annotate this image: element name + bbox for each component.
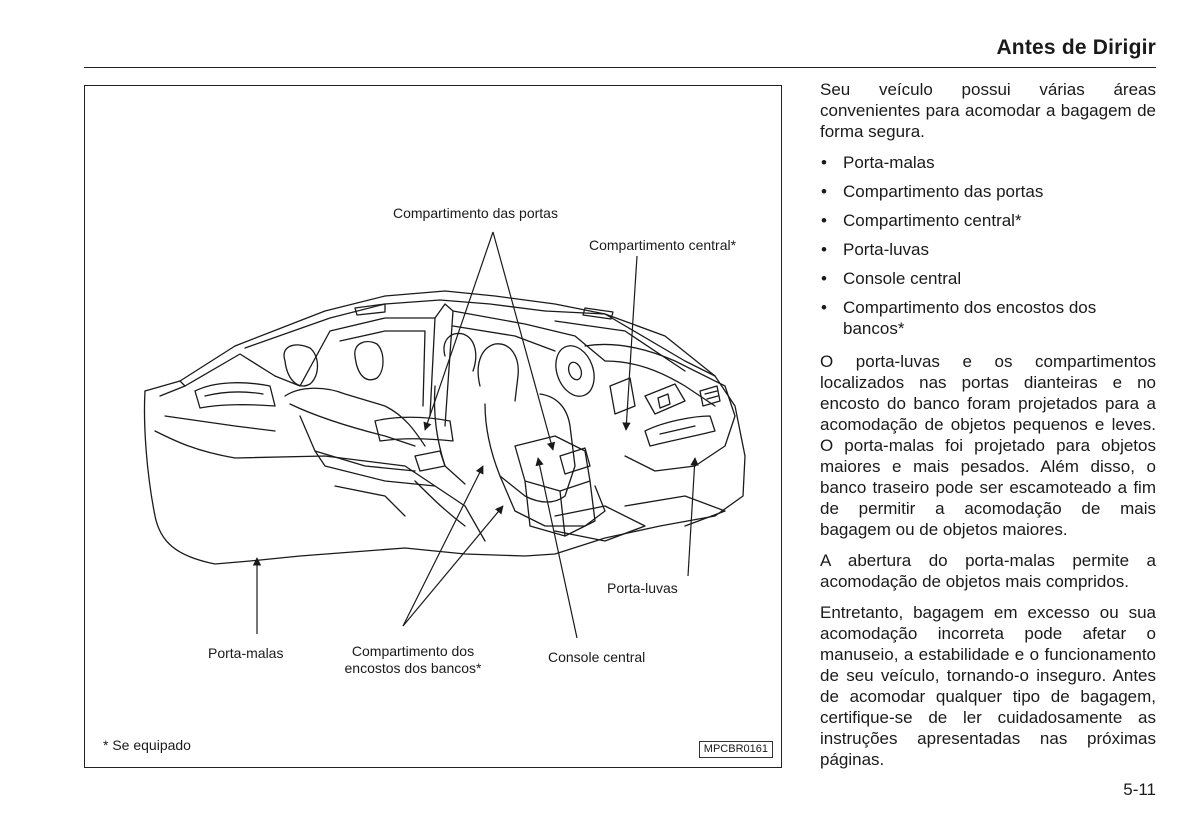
label-trunk: Porta-malas [208,645,284,661]
list-item: • Porta-malas [820,152,1156,173]
bullet-glyph: • [821,182,827,201]
list-item: • Porta-luvas [820,239,1156,260]
bullet-glyph: • [821,269,827,288]
header-divider [84,67,1156,68]
body-paragraph: Entretanto, bagagem em excesso ou sua ac… [820,603,1156,769]
list-item-text: Compartimento central* [843,211,1022,230]
body-text-column: Seu veículo possui várias áreas convenie… [820,79,1156,780]
list-item-text: Compartimento das portas [843,182,1044,201]
label-door-compartments: Compartimento das portas [393,205,558,221]
list-item-text: Porta-malas [843,153,935,172]
intro-paragraph: Seu veículo possui várias áreas convenie… [820,80,1156,141]
list-item: • Compartimento central* [820,210,1156,231]
label-center-console: Console central [548,649,646,665]
bullet-glyph: • [821,298,827,317]
storage-areas-list: • Porta-malas • Compartimento das portas •… [820,152,1156,339]
page-number: 5-11 [1123,780,1156,799]
body-paragraph: A abertura do porta-malas permite a acom… [820,551,1156,591]
figure-code: MPCBR0161 [698,741,773,758]
list-item: • Console central [820,268,1156,289]
label-center-compartment: Compartimento central* [589,237,737,253]
label-seatback-line1: Compartimento dos [351,643,475,659]
label-seatback-compartments: Compartimento dos encostos dos bancos* [333,643,493,677]
bullet-glyph: • [821,240,827,259]
list-item-text: Porta-luvas [843,240,929,259]
figure-footnote: * Se equipado [103,737,191,753]
list-item-text: Console central [843,269,962,288]
body-paragraph: O porta-luvas e os compartimentos locali… [820,352,1156,539]
list-item: • Compartimento das portas [820,181,1156,202]
label-glove-box: Porta-luvas [607,580,678,596]
car-interior-figure: Compartimento das portas Compartimento c… [84,85,782,768]
label-seatback-line2: encostos dos bancos* [344,660,482,676]
bullet-glyph: • [821,153,827,172]
car-interior-illustration [143,231,746,639]
list-item: • Compartimento dos encostos dos bancos* [820,297,1156,339]
page-header-title: Antes de Dirigir [996,36,1156,59]
list-item-text: Compartimento dos encostos dos bancos* [843,298,1097,338]
bullet-glyph: • [821,211,827,230]
